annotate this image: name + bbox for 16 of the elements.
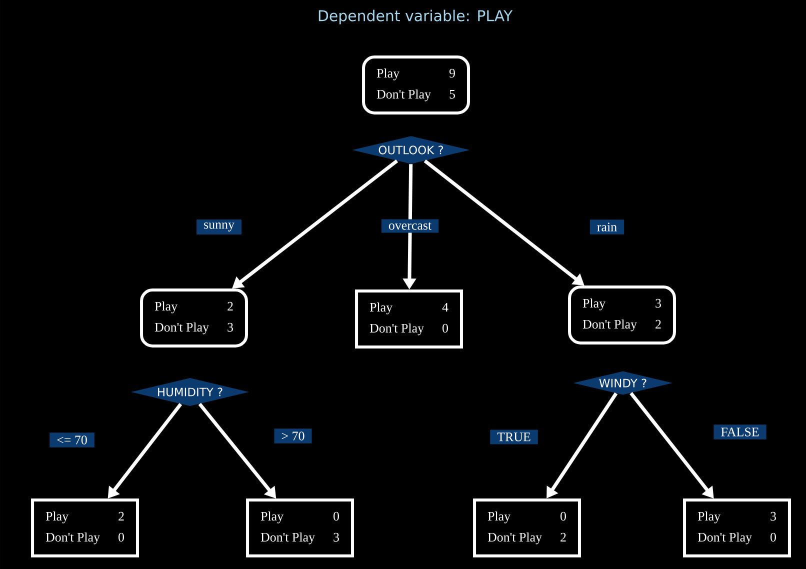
edge-label: FALSE: [714, 424, 766, 440]
node-box: Play 4 Don't Play 0: [355, 290, 463, 348]
node-box: Play 2 Don't Play 0: [31, 498, 139, 558]
node-box: Play 0 Don't Play 2: [473, 498, 581, 558]
edge-label: sunny: [196, 220, 242, 234]
node-box: Play 2 Don't Play 3: [140, 288, 248, 348]
edge-label: <= 70: [50, 432, 94, 448]
node-box: Play 0 Don't Play 3: [246, 498, 354, 558]
node-box: Play 3 Don't Play 2: [568, 286, 676, 344]
node-box: Play 9 Don't Play 5: [362, 56, 470, 114]
edge-label: rain: [590, 220, 624, 234]
node-box: Play 3 Don't Play 0: [683, 498, 791, 558]
edge-label: TRUE: [490, 430, 538, 444]
edge-label: overcast: [381, 219, 439, 233]
edge-label: > 70: [274, 428, 312, 444]
title: Dependent variable: PLAY: [318, 10, 513, 24]
